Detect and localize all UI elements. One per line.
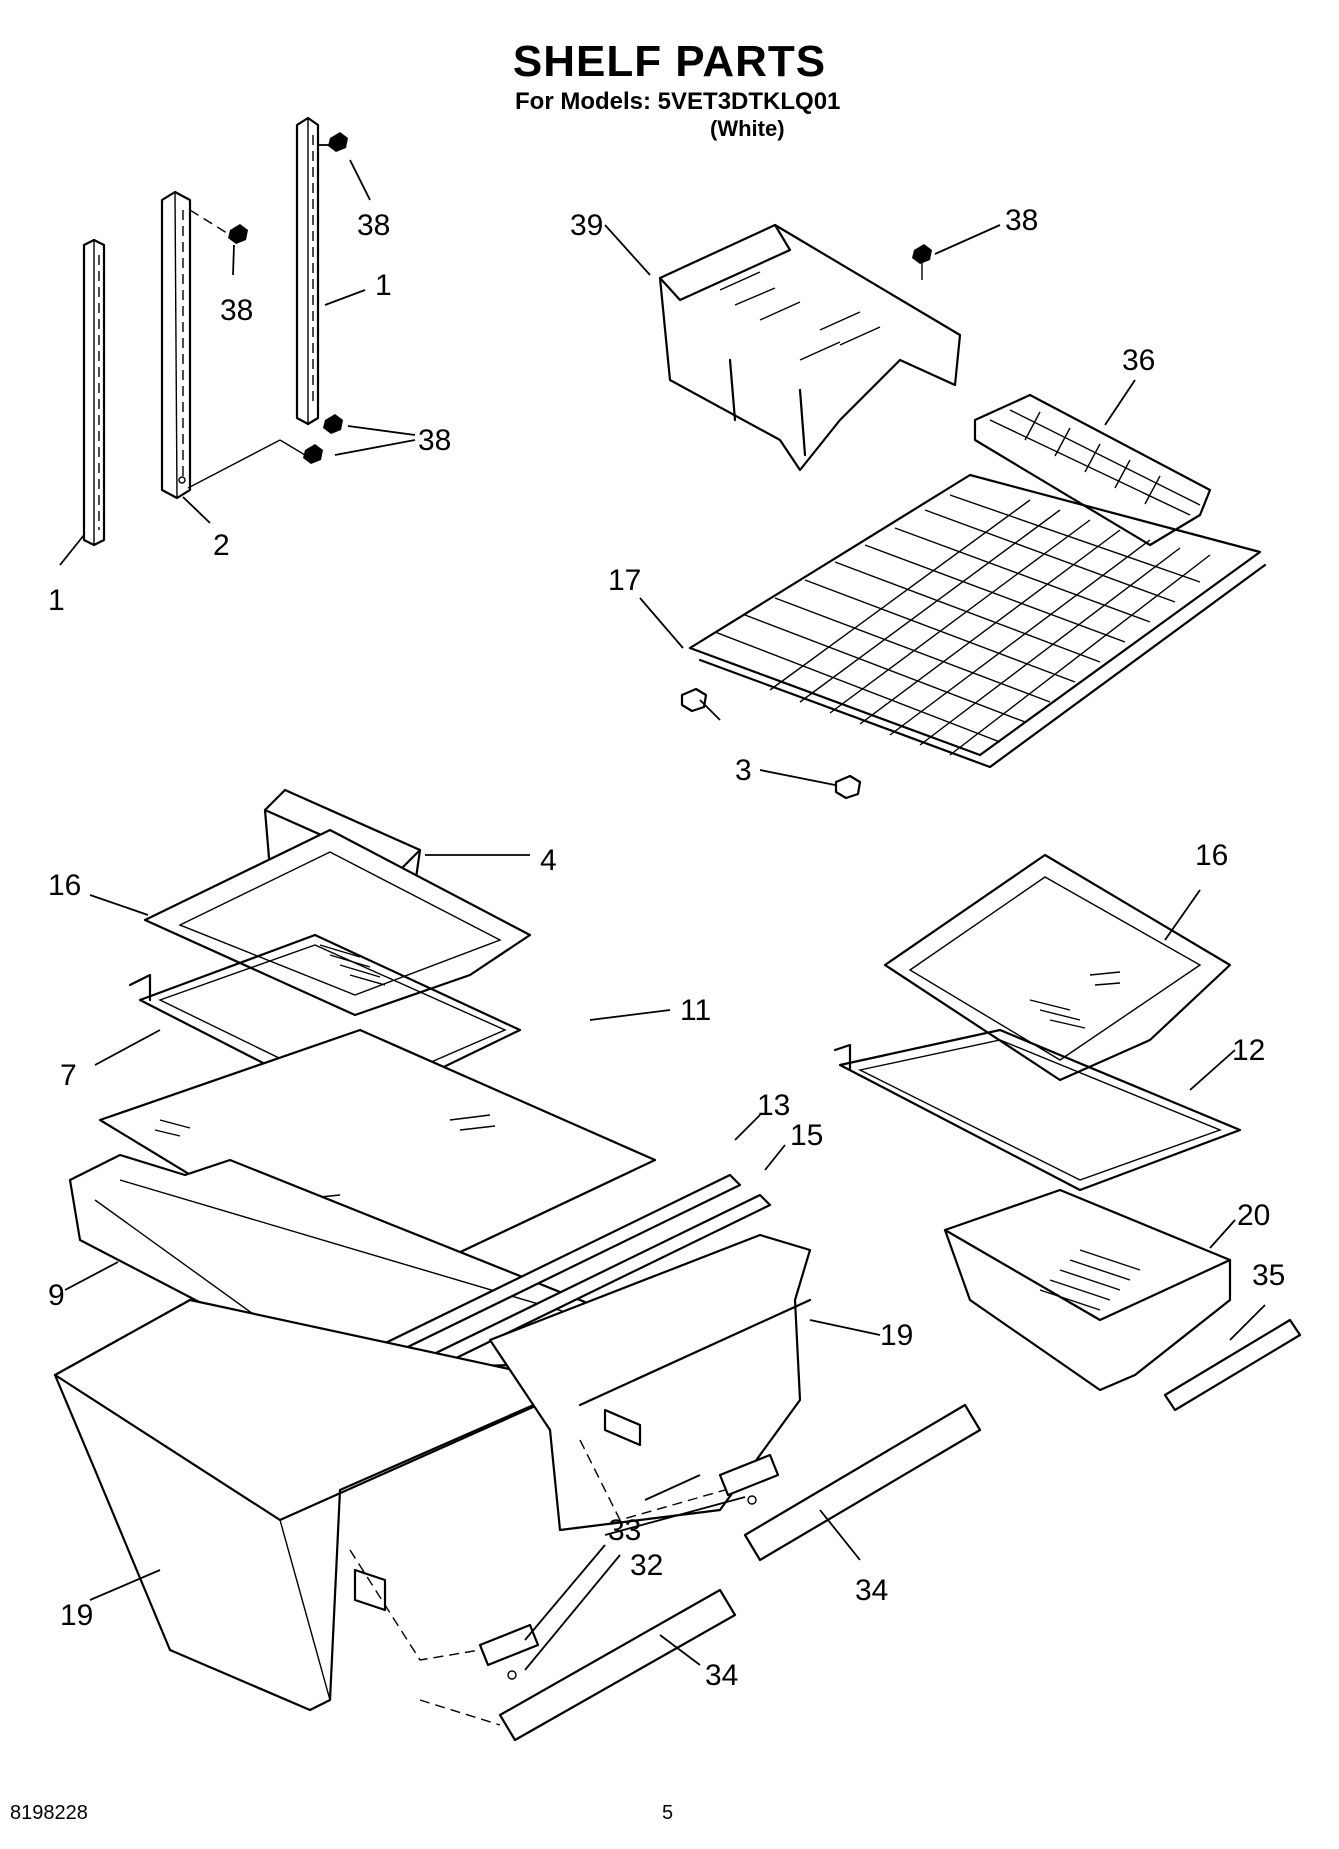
callout-38-low: 38 xyxy=(418,424,451,457)
screw-38-low2 xyxy=(187,439,323,489)
screw-38-top xyxy=(318,132,348,152)
callout-33: 33 xyxy=(608,1514,641,1547)
shelf-support-right xyxy=(295,116,320,426)
page-title: SHELF PARTS xyxy=(512,37,827,86)
callout-34-right: 34 xyxy=(855,1574,888,1607)
leader-lines xyxy=(59,159,1266,1671)
callout-11: 11 xyxy=(680,994,711,1027)
callout-20: 20 xyxy=(1237,1199,1270,1232)
shelf-stop-left xyxy=(680,687,708,713)
callout-19-right: 19 xyxy=(880,1319,913,1352)
callout-4: 4 xyxy=(540,844,557,877)
callout-1-right: 1 xyxy=(375,269,392,302)
shelf-stop-right xyxy=(834,774,862,800)
callout-34-left: 34 xyxy=(705,1659,738,1692)
shelf-support-left xyxy=(82,238,106,547)
callout-17: 17 xyxy=(608,564,641,597)
meat-drawer xyxy=(943,1188,1232,1392)
page-number: 5 xyxy=(662,1802,674,1824)
callout-39: 39 xyxy=(570,209,603,242)
callout-36: 36 xyxy=(1122,344,1155,377)
screw-38-mid xyxy=(189,209,248,244)
wire-shelf xyxy=(688,473,1267,769)
callout-13: 13 xyxy=(757,1089,790,1122)
color-line: (White) xyxy=(710,116,785,141)
ice-tray xyxy=(973,393,1212,547)
callout-35: 35 xyxy=(1252,1259,1285,1292)
crisper-drawer-right xyxy=(488,1233,812,1532)
crisper-trim-left xyxy=(498,1588,737,1742)
callout-16-right: 16 xyxy=(1195,839,1228,872)
callout-15: 15 xyxy=(790,1119,823,1152)
callout-38-basket: 38 xyxy=(1005,204,1038,237)
document-number: 8198228 xyxy=(10,1802,88,1824)
screw-38-basket xyxy=(912,244,932,280)
callout-3: 3 xyxy=(735,754,752,787)
callout-12: 12 xyxy=(1232,1034,1265,1067)
callout-2: 2 xyxy=(213,529,230,562)
callout-38-top: 38 xyxy=(357,209,390,242)
glass-shelf-left xyxy=(143,828,532,1017)
models-line: For Models: 5VET3DTKLQ01 xyxy=(515,88,841,115)
crisper-trim-right xyxy=(743,1403,982,1562)
callout-19-left: 19 xyxy=(60,1599,93,1632)
callout-7: 7 xyxy=(60,1059,77,1092)
humidity-control-slide-right xyxy=(718,1453,780,1505)
crisper-drawer-left xyxy=(53,1298,562,1712)
callout-38-mid: 38 xyxy=(220,294,253,327)
shelf-frame-right xyxy=(833,1028,1242,1192)
humidity-control-slide-left xyxy=(478,1623,540,1680)
glass-shelf-right xyxy=(883,853,1232,1082)
freezer-basket xyxy=(658,223,962,472)
callout-1-left: 1 xyxy=(48,584,65,617)
screw-38-low1 xyxy=(323,414,343,434)
meat-drawer-trim xyxy=(1163,1318,1302,1412)
callout-16-left: 16 xyxy=(48,869,81,902)
callout-32: 32 xyxy=(630,1549,663,1582)
callout-numbers: 38 38 1 38 2 1 39 38 36 17 3 4 16 11 7 1… xyxy=(48,204,1285,1692)
callout-9: 9 xyxy=(48,1279,65,1312)
shelf-support-center xyxy=(160,190,192,500)
